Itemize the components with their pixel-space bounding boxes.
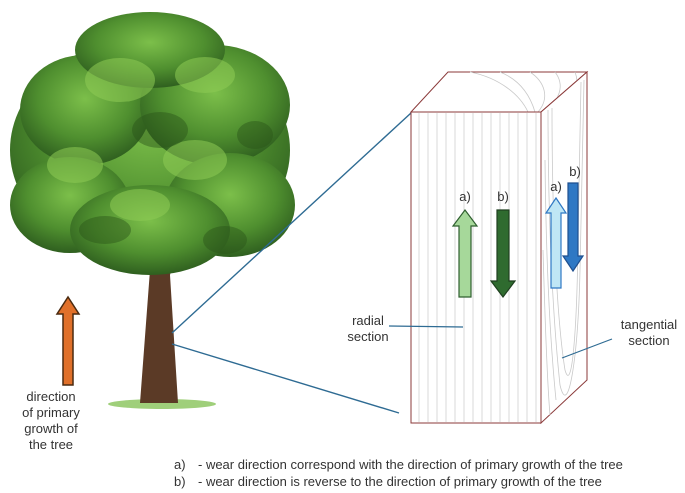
radial-label-leader <box>388 325 464 328</box>
radial-section-label: radial section <box>333 313 403 345</box>
wood-block <box>409 70 589 425</box>
radial-grain-lines <box>418 113 537 422</box>
tangential-label-leader <box>561 338 613 359</box>
growth-label-line: the tree <box>28 437 74 452</box>
leader-line-top <box>171 112 412 334</box>
tangential-section-label: tangential section <box>606 317 685 349</box>
radial-section-face <box>410 111 542 424</box>
grass-patch <box>108 399 216 409</box>
radial-arrow-a <box>451 209 479 298</box>
tangential-label-line: tangential <box>620 317 678 332</box>
tangential-label-line: section <box>628 333 670 348</box>
radial-arrow-a-label: a) <box>459 189 471 204</box>
growth-direction-label: direction of primary growth of the tree <box>2 389 100 453</box>
tangential-arrow-a <box>544 196 568 289</box>
radial-arrow-b-label: b) <box>497 189 509 204</box>
tangential-arrow-b-label: b) <box>569 164 581 179</box>
growth-label-line: of primary <box>22 405 80 420</box>
tangential-arrow-b <box>561 182 585 273</box>
radial-arrow-b <box>489 209 517 298</box>
growth-label-line: growth of <box>24 421 78 436</box>
legend-text: - wear direction is reverse to the direc… <box>198 474 602 489</box>
growth-label-line: direction <box>26 389 76 404</box>
growth-direction-arrow <box>55 295 81 386</box>
tangential-arrow-a-label: a) <box>550 179 562 194</box>
legend-key: b) <box>174 474 186 489</box>
leader-line-bottom <box>171 343 400 414</box>
legend-item-a: a) - wear direction correspond with the d… <box>174 457 684 473</box>
legend-item-b: b) - wear direction is reverse to the dir… <box>174 474 684 490</box>
radial-label-line: radial <box>352 313 384 328</box>
tangential-grain-lines <box>542 79 585 416</box>
tree-crown <box>10 12 295 275</box>
legend-key: a) <box>174 457 186 472</box>
radial-label-line: section <box>347 329 389 344</box>
crown-highlights <box>47 57 235 221</box>
crown-shadows <box>79 112 273 254</box>
tree-illustration <box>10 12 295 409</box>
legend-text: - wear direction correspond with the dir… <box>198 457 623 472</box>
